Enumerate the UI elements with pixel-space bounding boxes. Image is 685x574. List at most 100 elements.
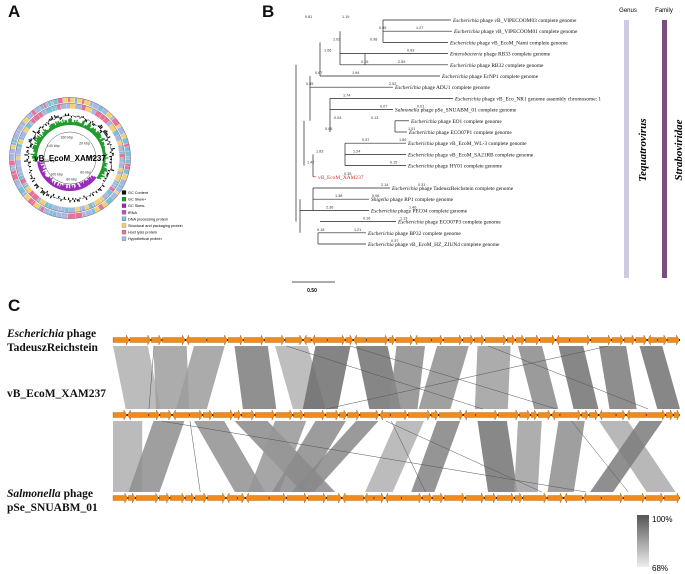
taxon-rest: phage EcNP1 complete genome: [469, 74, 539, 80]
gc-content-bar: [103, 130, 108, 134]
gene-arc: [11, 173, 19, 181]
gene-arrow: [245, 492, 270, 504]
branch-support-value: 0.93: [407, 49, 414, 53]
taxon-genus: Escherichia: [367, 231, 395, 237]
similarity-line: [350, 345, 557, 410]
branch-support-value: 0.95: [325, 127, 332, 131]
gene-arc: [112, 129, 120, 137]
gc-skew-bar: [81, 120, 86, 128]
gene-arc: [105, 111, 113, 119]
gc-content-bar: [82, 116, 85, 119]
taxon-genus: Escherichia: [410, 119, 438, 125]
gc-skew-bar: [99, 172, 103, 175]
gene-arrow: [345, 334, 354, 346]
genome-label-2: vB_EcoM_XAM237: [7, 387, 106, 401]
taxon-rest: phage EO1 complete genome: [438, 119, 502, 125]
gc-skew-bar: [63, 121, 66, 126]
gc-content-bar: [29, 144, 33, 147]
gc-content-bar: [28, 139, 32, 142]
branch-support-value: 0.04: [334, 116, 341, 120]
taxon-genus: Escherichia: [449, 63, 477, 69]
gc-content-bar: [36, 131, 40, 135]
gc-skew-bar: [49, 180, 53, 185]
gene-arrow: [657, 334, 668, 346]
gc-skew-bar: [100, 145, 104, 148]
taxon-genus: Escherichia: [441, 74, 469, 80]
taxon-genus: Shigella: [371, 197, 390, 203]
taxon-label: Escherichia phage BP32 complete genome: [367, 231, 461, 237]
gc-content-bar: [48, 118, 51, 122]
gc-skew-bar: [50, 180, 55, 186]
gc-skew-bar: [47, 129, 51, 133]
gene-arc: [92, 102, 100, 110]
branch-support-value: 0.85: [306, 82, 313, 86]
gc-skew-bar: [36, 135, 44, 140]
taxon-label: vB_EcoM_XAM237: [318, 175, 364, 181]
taxon-genus: Escherichia: [454, 96, 482, 102]
taxon-genus: Escherichia: [449, 40, 477, 46]
gene-arrow: [484, 334, 507, 346]
gene-arrow: [360, 409, 380, 421]
gc-content-bar: [34, 135, 36, 138]
gc-skew-bar: [91, 128, 97, 134]
legend-label: Hypothetical protein: [128, 237, 162, 241]
gene-arrow: [189, 409, 203, 421]
gc-skew-bar: [42, 175, 46, 178]
gc-skew-bar: [37, 162, 45, 165]
gc-content-bar: [89, 194, 91, 197]
gene-arrow: [401, 492, 423, 504]
gc-skew-bar: [91, 175, 96, 180]
taxon-rest: phage ECO07P3 complete genome: [425, 220, 501, 226]
gene-arrow: [148, 409, 160, 421]
legend-swatch: [121, 230, 127, 235]
gc-skew-bar: [72, 184, 75, 191]
gene-arc: [28, 120, 34, 126]
gene-arc: [27, 112, 34, 119]
branch-support-value: 0.98: [370, 37, 377, 41]
taxon-label: Escherichia phage vB_EcoM_WL-3 complete …: [407, 141, 527, 147]
gene-arrow: [366, 334, 389, 346]
gc-content-bar: [42, 191, 46, 196]
gene-arc: [112, 181, 118, 187]
gene-arc: [20, 177, 27, 185]
gene-arrow: [212, 409, 234, 421]
gene-arrow: [616, 409, 626, 421]
gene-arrow: [127, 409, 149, 421]
gene-arc: [75, 212, 83, 219]
gene-arc: [83, 99, 91, 106]
gene-arc: [88, 101, 94, 107]
gc-content-bar: [57, 195, 60, 199]
genus-name: Tequatrovirus: [637, 118, 649, 181]
legend-label: GC Skew+: [128, 198, 147, 202]
gc-skew-bar: [79, 186, 82, 190]
gene-arc: [81, 211, 87, 218]
gene-arrow: [129, 334, 151, 346]
genome-label-3-genus: Salmonella: [7, 488, 61, 500]
gene-arc: [33, 114, 41, 122]
taxon-genus: Escherichia: [367, 242, 395, 248]
similarity-ribbon: [234, 346, 277, 409]
gc-skew-bar: [83, 124, 87, 129]
gc-skew-bar: [43, 176, 47, 179]
similarity-ribbon: [128, 421, 185, 492]
branch-support-value: 1.02: [333, 37, 340, 41]
gc-skew-bar: [38, 164, 45, 168]
gene-arrow: [539, 334, 556, 346]
taxon-genus: Escherichia: [453, 29, 481, 35]
gene-arrow: [206, 334, 228, 346]
gc-content-bar: [30, 174, 32, 177]
gc-skew-bar: [77, 122, 80, 127]
gc-skew-bar: [48, 125, 53, 131]
legend-label: GC Content: [128, 191, 149, 195]
gene-arrow: [624, 334, 636, 346]
branch-support-value: 1.06: [324, 49, 331, 53]
taxon-label: Escherichia phage vB_VIPECOOM01 complete…: [453, 29, 578, 35]
gene-arc: [16, 184, 22, 189]
gene-arc: [22, 126, 30, 134]
branch-support-value: 0.01: [417, 105, 424, 109]
gene-arc: [81, 104, 87, 111]
gene-arrow: [408, 409, 431, 421]
gene-arc: [47, 203, 54, 210]
gc-skew-bar: [37, 136, 43, 141]
